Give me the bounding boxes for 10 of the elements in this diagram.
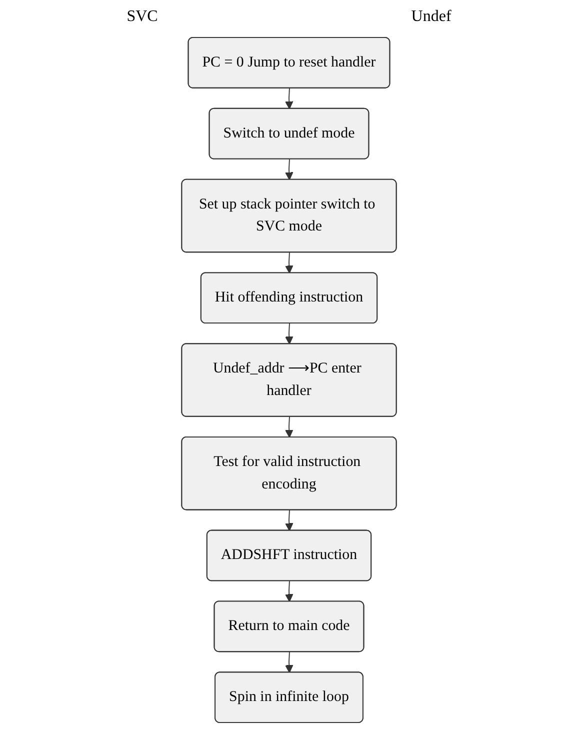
arrow: [285, 158, 294, 180]
arrow: [285, 580, 294, 602]
column-heading: Undef: [411, 8, 452, 26]
arrow: [285, 252, 294, 274]
arrow: [285, 510, 294, 532]
arrow: [285, 323, 294, 344]
arrow: [285, 88, 294, 110]
arrow: [285, 416, 294, 438]
arrow: [285, 652, 294, 673]
column-heading: SVC: [126, 8, 158, 26]
